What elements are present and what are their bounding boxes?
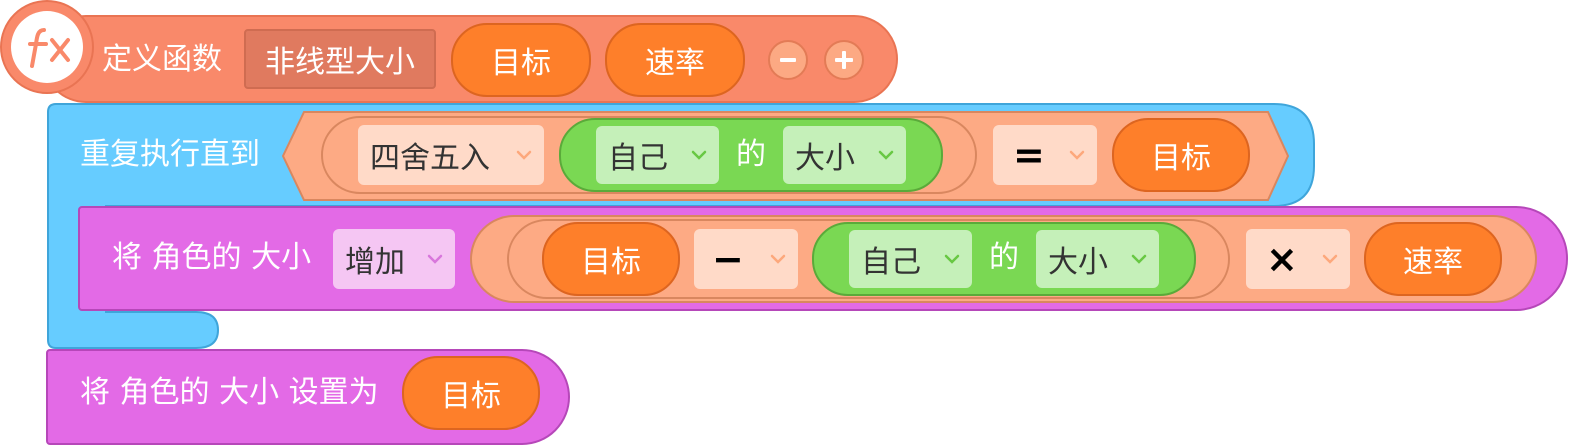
- target-variable[interactable]: 目标: [1112, 118, 1250, 192]
- chevron-down-icon: [1322, 254, 1338, 264]
- set-size-label: 将 角色的 大小 设置为: [80, 375, 379, 410]
- chevron-down-icon: [691, 150, 707, 160]
- chevron-down-icon: [1069, 150, 1085, 160]
- param-target[interactable]: 目标: [451, 23, 591, 97]
- change-mode-dropdown[interactable]: 增加: [333, 229, 455, 289]
- change-size-label: 将 角色的 大小: [112, 240, 312, 275]
- repeat-until-label: 重复执行直到: [80, 137, 260, 172]
- target-variable-2[interactable]: 目标: [542, 222, 680, 296]
- self-dropdown-label-2: 自己: [861, 245, 921, 280]
- property-dropdown-2[interactable]: 大小: [1036, 230, 1159, 288]
- rate-variable[interactable]: 速率: [1364, 222, 1502, 296]
- property-dropdown-label-2: 大小: [1048, 245, 1108, 280]
- remove-param-button[interactable]: [768, 40, 808, 80]
- chevron-down-icon: [516, 150, 532, 160]
- of-text: 的: [736, 137, 766, 172]
- times-operator: ×: [1266, 237, 1298, 281]
- function-name-text: 非线型大小: [265, 45, 415, 80]
- define-keyword: 定义函数: [102, 42, 222, 77]
- compare-operator-dropdown[interactable]: =: [993, 125, 1097, 185]
- minus-operator: −: [712, 237, 744, 281]
- property-dropdown-label: 大小: [795, 141, 855, 176]
- round-dropdown-label: 四舍五入: [370, 141, 490, 176]
- chevron-down-icon: [878, 150, 894, 160]
- property-dropdown[interactable]: 大小: [783, 126, 906, 184]
- change-mode-label: 增加: [345, 245, 405, 280]
- times-operator-dropdown[interactable]: ×: [1246, 229, 1350, 289]
- minus-operator-dropdown[interactable]: −: [694, 229, 798, 289]
- of-text-2: 的: [989, 240, 1019, 275]
- chevron-down-icon: [944, 254, 960, 264]
- function-fx-icon: [0, 0, 94, 94]
- target-variable-3[interactable]: 目标: [402, 356, 540, 430]
- add-param-button[interactable]: [824, 40, 864, 80]
- self-dropdown-label: 自己: [608, 141, 668, 176]
- chevron-down-icon: [1131, 254, 1147, 264]
- self-dropdown[interactable]: 自己: [596, 126, 719, 184]
- chevron-down-icon: [427, 254, 443, 264]
- equals-operator: =: [1013, 133, 1045, 177]
- round-dropdown[interactable]: 四舍五入: [358, 125, 544, 185]
- self-dropdown-2[interactable]: 自己: [849, 230, 972, 288]
- function-name-field[interactable]: 非线型大小: [244, 29, 436, 89]
- param-rate[interactable]: 速率: [605, 23, 745, 97]
- chevron-down-icon: [770, 254, 786, 264]
